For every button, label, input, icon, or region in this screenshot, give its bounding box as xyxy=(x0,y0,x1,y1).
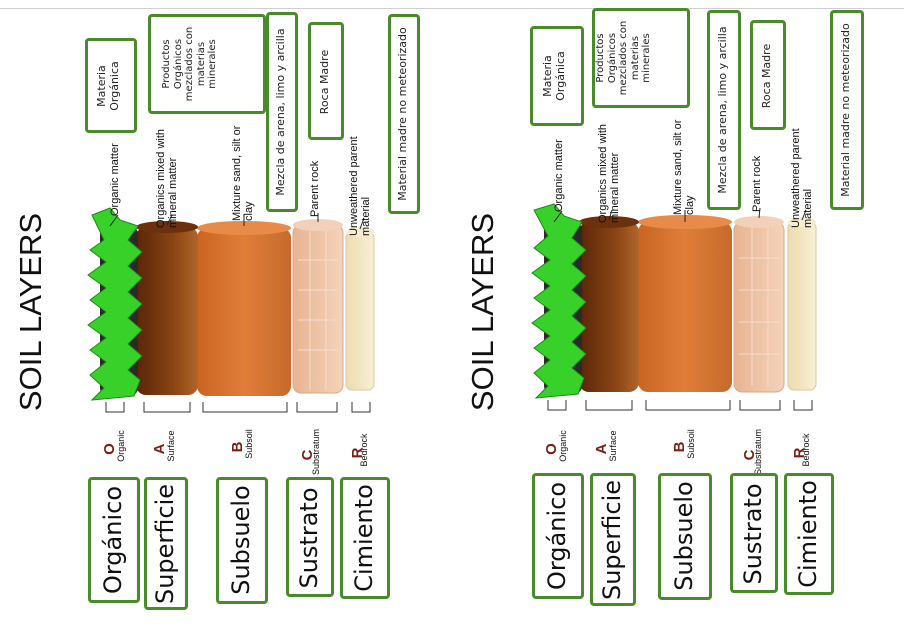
es-desc-subsoil: Mezcla de arena, limo y arcilla xyxy=(274,28,287,196)
es-desc-surface: Productos Orgánicos mezclados con materi… xyxy=(595,20,652,96)
bracket-c xyxy=(739,400,781,411)
name-subsoil: Subsoil xyxy=(244,429,254,459)
grass-blades xyxy=(87,207,143,401)
es-name-bedrock: Cimiento xyxy=(350,484,378,592)
desc-substratum: Parent rock xyxy=(751,155,763,212)
es-desc-surface: Productos Orgánicos mezclados con materi… xyxy=(161,26,218,102)
es-name-box-organic: Orgánico xyxy=(88,477,140,603)
surface-layer xyxy=(579,222,639,392)
es-name-box-substratum: Sustrato xyxy=(730,473,778,593)
subsoil-layer xyxy=(197,228,291,396)
es-name-surface: Superficie xyxy=(598,479,626,601)
desc-subsoil: Mixture sand, silt or clay xyxy=(231,125,255,221)
name-bedrock: Bedrock xyxy=(801,433,811,467)
es-desc-bedrock: Material madre no meteorizado xyxy=(396,27,409,201)
name-surface: Surface xyxy=(166,430,176,462)
es-name-box-subsoil: Subsuelo xyxy=(658,473,712,600)
desc-surface: Organics mixed with mineral matter xyxy=(155,128,179,228)
bracket-b xyxy=(645,400,731,411)
name-bedrock: Bedrock xyxy=(359,433,369,467)
name-substratum: Substratum xyxy=(311,428,321,476)
substratum-layer xyxy=(292,224,344,394)
desc-subsoil: Mixture sand, silt or clay xyxy=(672,119,696,215)
desc-surface: Organics mixed with mineral matter xyxy=(597,123,621,223)
bedrock-layer xyxy=(787,221,817,391)
top-divider xyxy=(0,8,452,9)
name-organic: Organic xyxy=(558,430,568,462)
es-name-substratum: Sustrato xyxy=(739,483,767,585)
es-name-substratum: Sustrato xyxy=(295,487,323,589)
soil-layers-illustration xyxy=(87,207,375,413)
subsoil-layer xyxy=(638,222,732,392)
bracket-c xyxy=(296,402,338,413)
soil-layers-illustration xyxy=(531,203,817,411)
es-name-subsoil: Subsuelo xyxy=(227,485,255,595)
diagram-panel-left: SOIL LAYERS xyxy=(0,0,452,640)
es-desc-box-surface: Productos Orgánicos mezclados con materi… xyxy=(592,8,690,108)
diagram-panel-right: SOIL LAYERS xyxy=(452,0,904,640)
es-desc-substratum: Roca Madre xyxy=(318,49,331,115)
es-desc-box-substratum: Roca Madre xyxy=(308,22,344,140)
grass-blades xyxy=(531,203,587,399)
desc-bedrock: Unweathered parent material xyxy=(790,128,814,228)
es-desc-box-subsoil: Mezcla de arena, limo y arcilla xyxy=(707,10,741,210)
es-name-bedrock: Cimiento xyxy=(794,480,822,588)
name-surface: Surface xyxy=(608,430,618,462)
substratum-layer xyxy=(733,221,785,393)
es-desc-substratum: Roca Madre xyxy=(760,43,773,109)
bracket-a xyxy=(585,400,633,411)
es-desc-box-bedrock: Material madre no meteorizado xyxy=(830,10,864,210)
es-desc-box-substratum: Roca Madre xyxy=(750,20,786,130)
bracket-a xyxy=(143,402,191,413)
es-desc-box-bedrock: Material madre no meteorizado xyxy=(388,14,420,214)
es-name-box-surface: Superficie xyxy=(590,473,636,606)
bracket-o xyxy=(547,400,567,411)
bracket-r xyxy=(351,402,371,413)
es-desc-organic: Materia Orgánica xyxy=(541,51,567,101)
es-desc-box-surface: Productos Orgánicos mezclados con materi… xyxy=(148,14,266,114)
es-desc-organic: Materia Orgánica xyxy=(95,61,121,111)
es-name-organic: Orgánico xyxy=(99,485,127,595)
es-desc-box-subsoil: Mezcla de arena, limo y arcilla xyxy=(266,12,298,212)
es-name-surface: Superficie xyxy=(151,483,179,605)
es-name-box-surface: Superficie xyxy=(144,477,188,610)
desc-bedrock: Unweathered parent material xyxy=(348,136,372,236)
es-name-box-bedrock: Cimiento xyxy=(784,473,834,595)
bedrock-layer xyxy=(345,231,375,391)
es-name-organic: Orgánico xyxy=(543,481,571,591)
es-name-box-bedrock: Cimiento xyxy=(340,477,390,599)
es-desc-box-organic: Materia Orgánica xyxy=(85,38,137,133)
desc-substratum: Parent rock xyxy=(309,160,321,217)
bracket-r xyxy=(793,400,813,411)
es-desc-box-organic: Materia Orgánica xyxy=(530,26,584,126)
bracket-b xyxy=(202,402,288,413)
es-name-box-substratum: Sustrato xyxy=(286,477,334,597)
name-subsoil: Subsoil xyxy=(686,429,696,459)
es-name-box-subsoil: Subsuelo xyxy=(216,477,268,604)
bracket-o xyxy=(105,402,125,413)
surface-layer xyxy=(136,227,198,395)
es-name-box-organic: Orgánico xyxy=(532,473,584,599)
es-desc-subsoil: Mezcla de arena, limo y arcilla xyxy=(716,26,729,194)
name-organic: Organic xyxy=(116,430,126,462)
es-desc-bedrock: Material madre no meteorizado xyxy=(839,23,852,197)
es-name-subsoil: Subsuelo xyxy=(670,481,698,591)
